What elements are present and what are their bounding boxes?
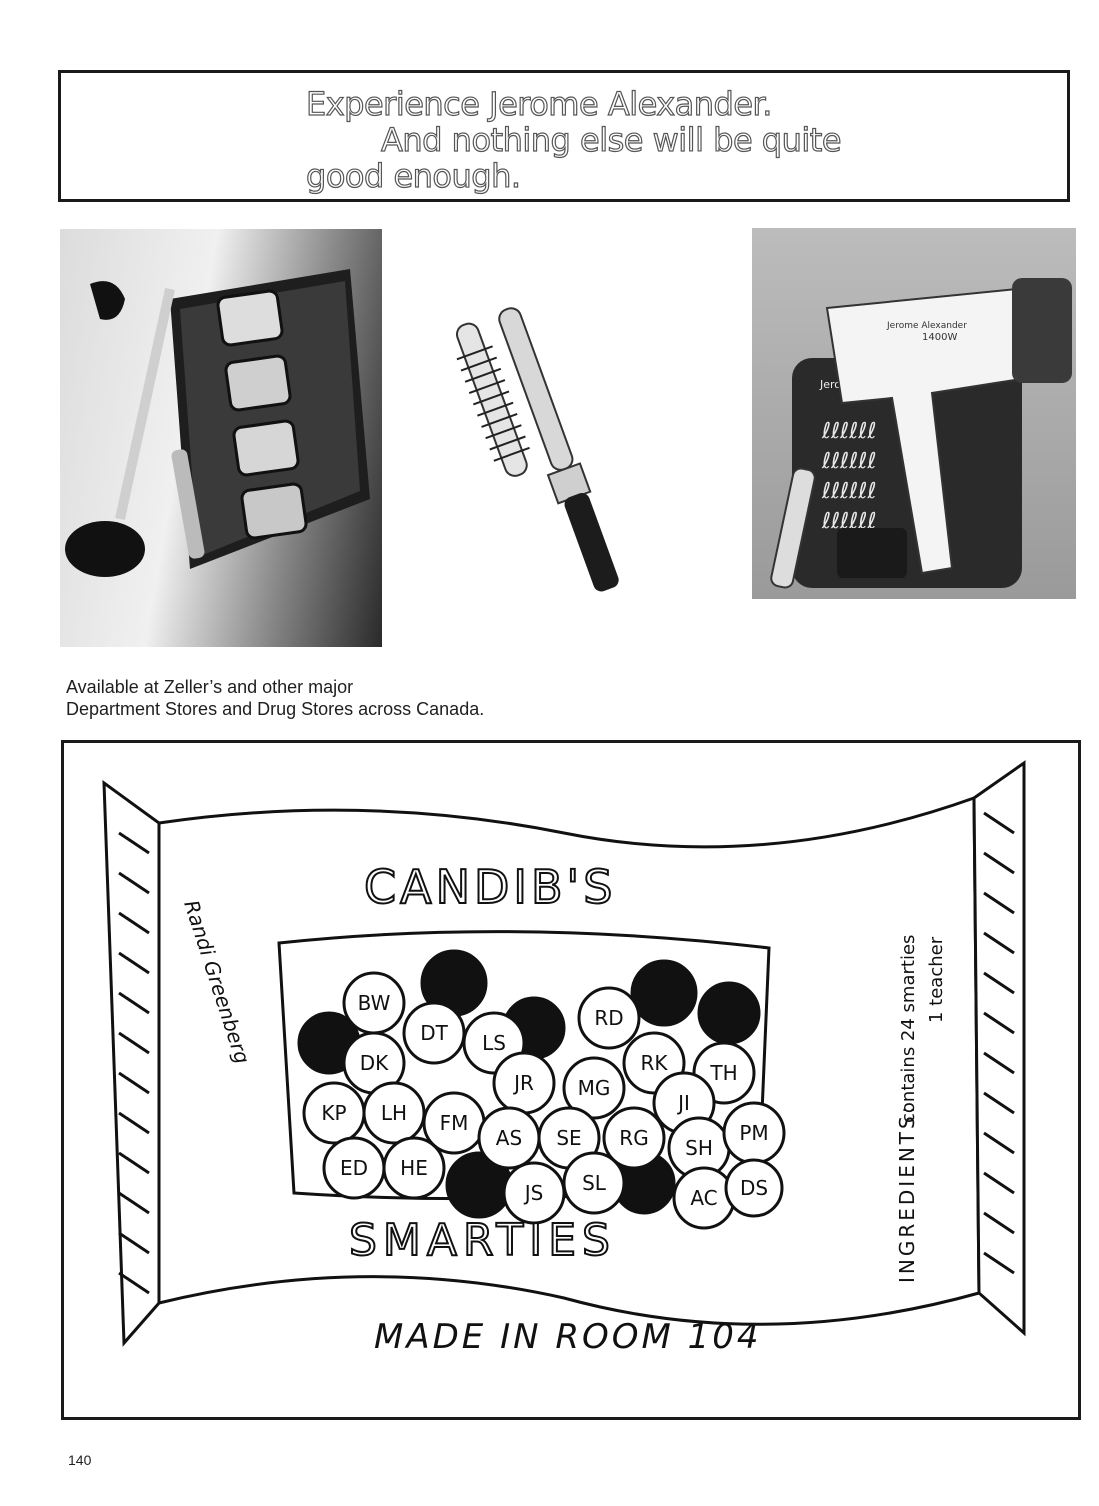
makeup-kit-photo (60, 229, 382, 647)
headline-line-2: And nothing else will be quite (380, 120, 842, 159)
cartoon-drawing: CANDIB'S (102, 760, 1026, 1357)
availability-caption: Available at Zeller’s and other major De… (66, 676, 484, 720)
smartie-initials: DK (360, 1051, 389, 1075)
smartie-initials: SL (582, 1171, 607, 1195)
smartie-initials: ED (340, 1156, 368, 1180)
hair-dryer-illustration: ℓℓℓℓℓℓ ℓℓℓℓℓℓ ℓℓℓℓℓℓ ℓℓℓℓℓℓ Jerome Jerom… (770, 278, 1072, 589)
smartie-initials: MG (578, 1076, 611, 1100)
hair-dryer-photo: ℓℓℓℓℓℓ ℓℓℓℓℓℓ ℓℓℓℓℓℓ ℓℓℓℓℓℓ Jerome Jerom… (752, 228, 1076, 599)
smartie-initials: RK (640, 1051, 668, 1075)
smartie-initials: RG (619, 1126, 648, 1150)
caption-line-1: Available at Zeller’s and other major (66, 677, 354, 697)
smartie-initials: HE (400, 1156, 428, 1180)
ingredients-line-2: 1 teacher (926, 936, 947, 1023)
smartie-initials: AS (496, 1126, 522, 1150)
smartie-initials: RD (594, 1006, 623, 1030)
smartie-initials: BW (358, 991, 391, 1015)
smartie-initials: DT (420, 1021, 448, 1045)
headline-box: Experience Jerome Alexander. And nothing… (58, 70, 1070, 202)
smartie-initials: JI (676, 1091, 690, 1115)
smartie-initials: JR (512, 1071, 534, 1095)
svg-text:ℓℓℓℓℓℓ: ℓℓℓℓℓℓ (821, 419, 877, 444)
smartie-initials: LS (482, 1031, 506, 1055)
svg-text:ℓℓℓℓℓℓ: ℓℓℓℓℓℓ (821, 479, 877, 504)
smartie-initials: KP (321, 1101, 346, 1125)
ingredients-label: INGREDIENTS: (895, 1104, 919, 1283)
smartie-initials: LH (381, 1101, 407, 1125)
headline-line-1: Experience Jerome Alexander. (305, 84, 773, 123)
caption-line-2: Department Stores and Drug Stores across… (66, 699, 485, 719)
dryer-brand-label: Jerome Alexander (886, 321, 967, 331)
smartie-initials: PM (739, 1121, 768, 1145)
curling-iron-photo (425, 270, 695, 600)
makeup-kit-illustration (65, 269, 370, 577)
smartie-initials: DS (740, 1176, 768, 1200)
candib-title: CANDIB'S (364, 860, 616, 914)
ingredients-line-1: contains 24 smarties (898, 935, 919, 1123)
smartie-initials: FM (440, 1111, 469, 1135)
svg-text:ℓℓℓℓℓℓ: ℓℓℓℓℓℓ (821, 449, 877, 474)
smartie-initials: JS (523, 1181, 544, 1205)
curling-iron-illustration (455, 307, 619, 592)
page-number: 140 (68, 1452, 92, 1468)
smartie-initials: AC (690, 1186, 717, 1210)
smarties-cartoon: CANDIB'S (61, 740, 1081, 1420)
dryer-wattage-label: 1400W (922, 332, 957, 343)
smarties-title: SMARTIES (349, 1215, 616, 1266)
smartie-initials: SH (685, 1136, 713, 1160)
headline-line-3: good enough. (305, 156, 521, 195)
made-in-room-text: MADE IN ROOM 104 (374, 1317, 762, 1357)
smartie-initials: TH (709, 1061, 737, 1085)
smartie-initials: SE (556, 1126, 581, 1150)
